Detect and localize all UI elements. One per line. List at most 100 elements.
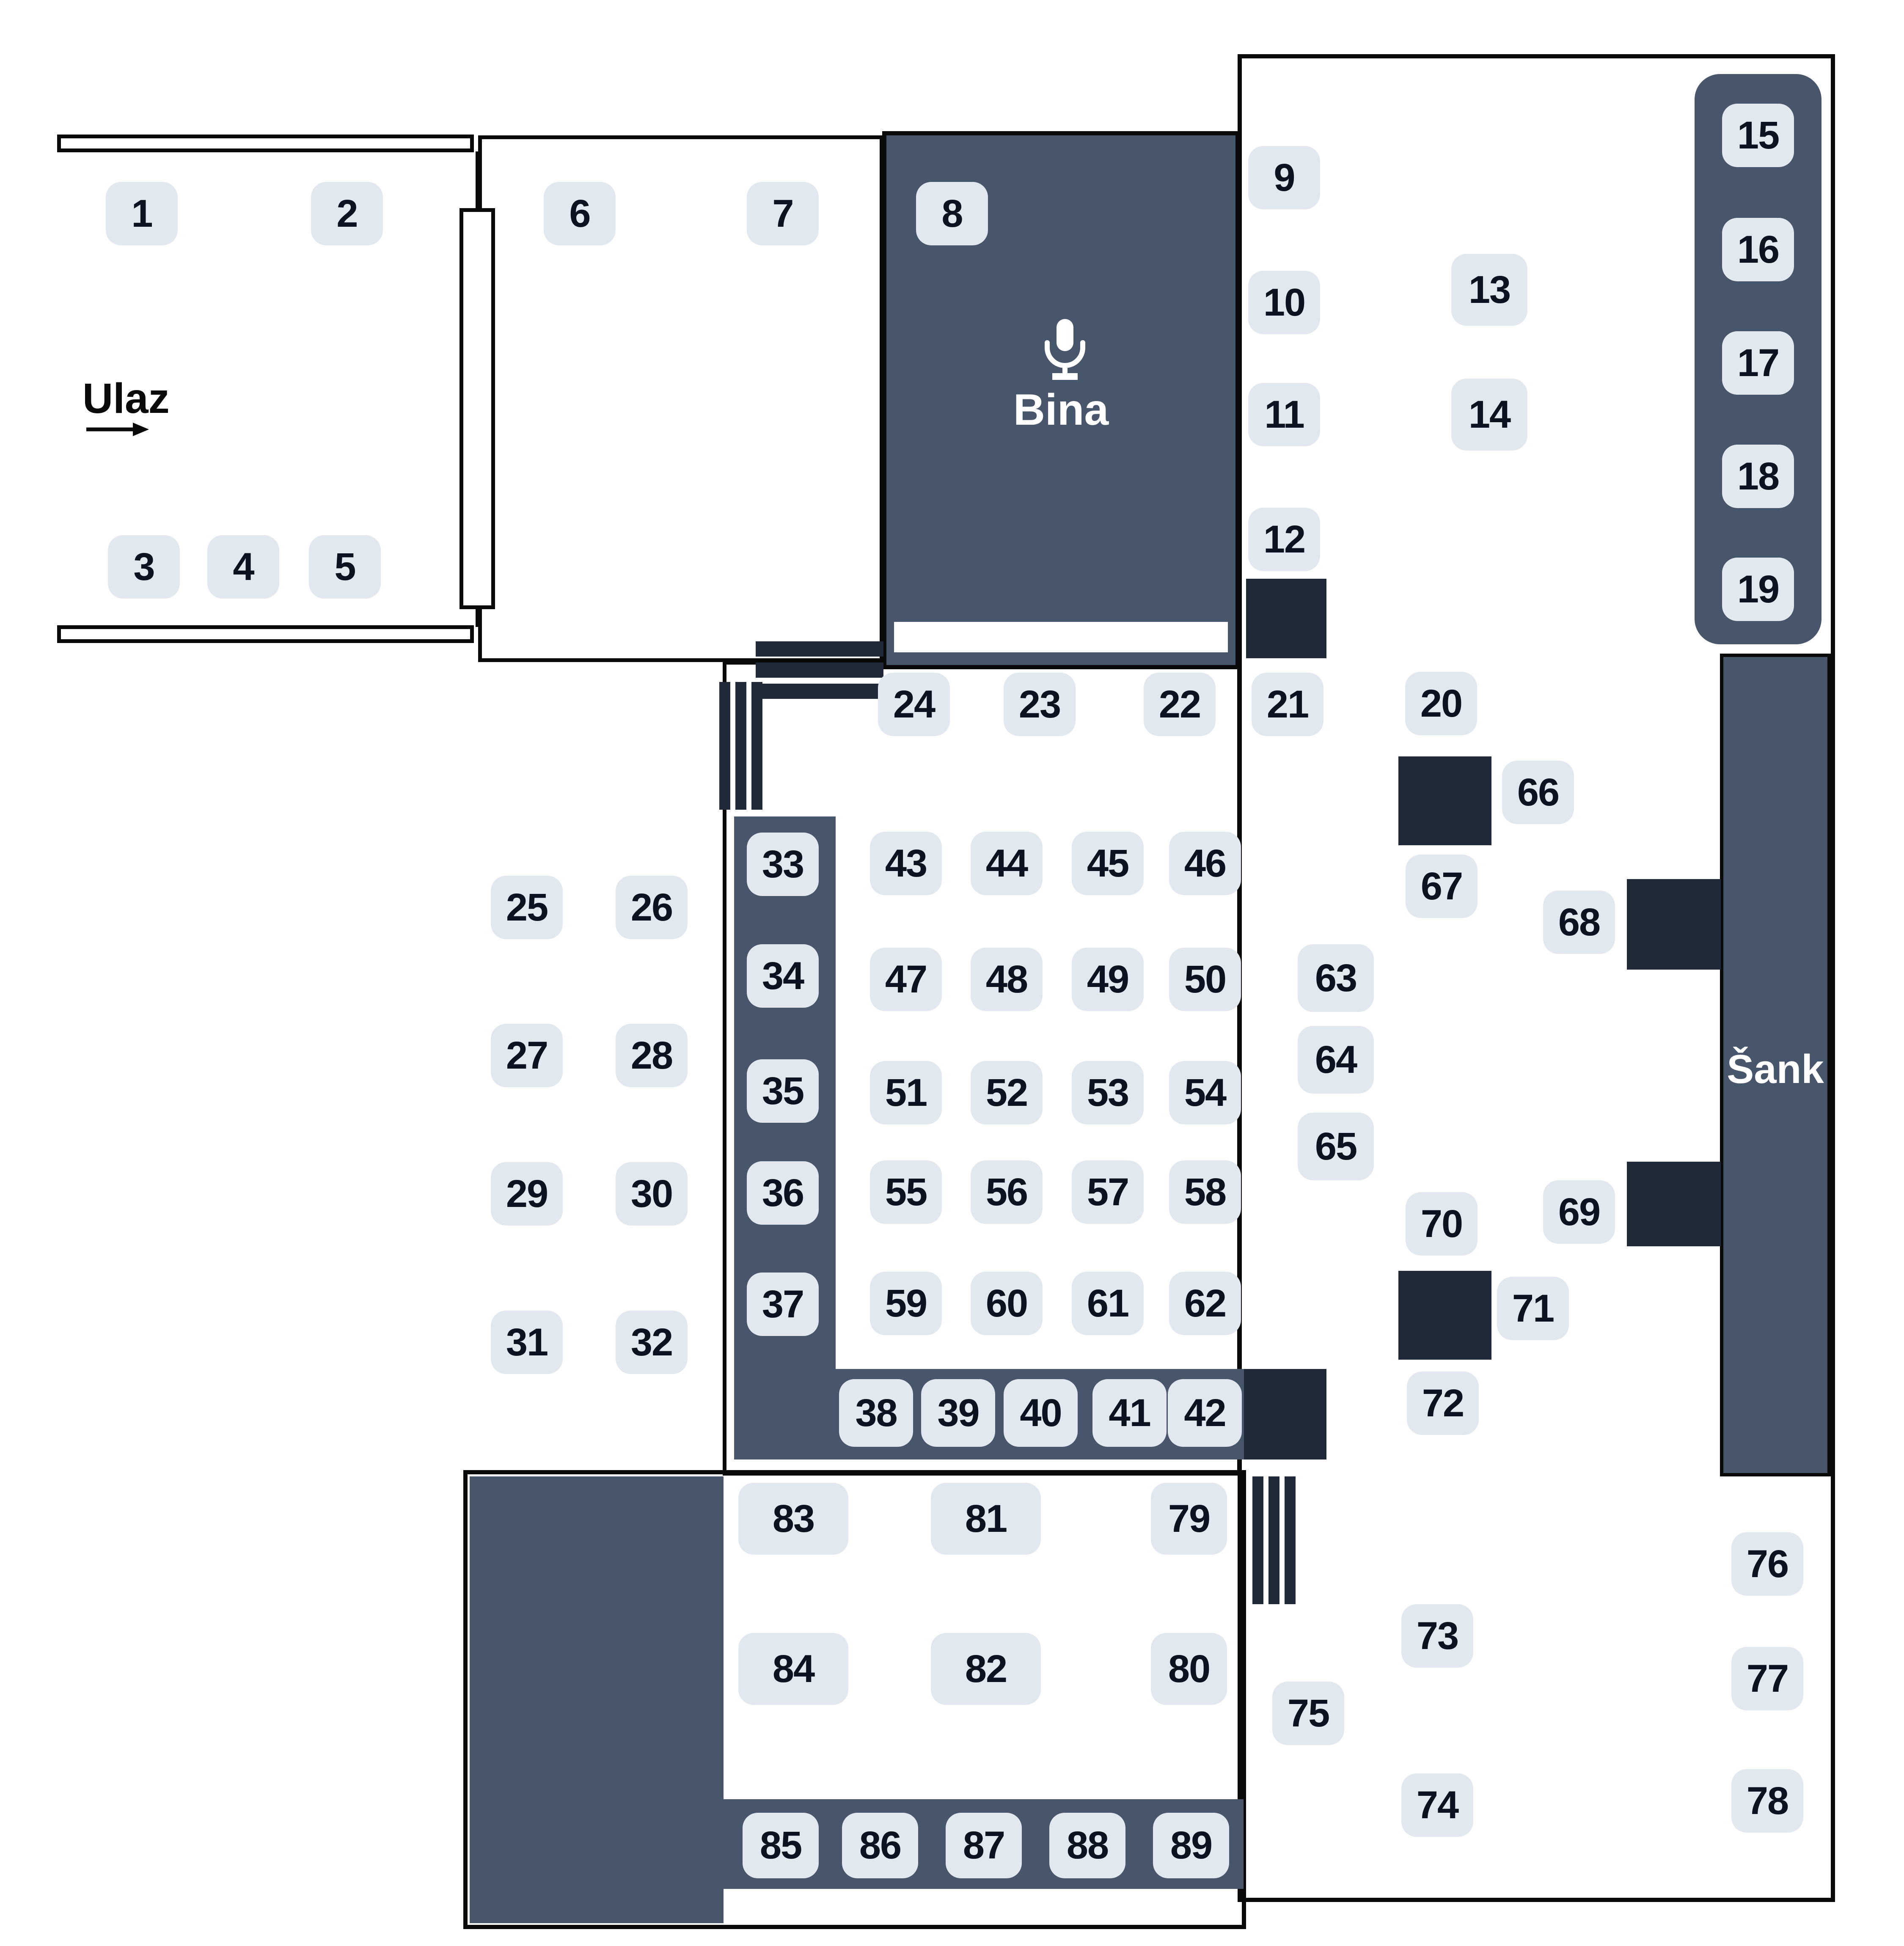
table-chip-71[interactable]: 71 bbox=[1497, 1277, 1569, 1340]
table-chip-60[interactable]: 60 bbox=[971, 1272, 1043, 1335]
table-chip-82[interactable]: 82 bbox=[931, 1633, 1041, 1705]
table-chip-18[interactable]: 18 bbox=[1722, 445, 1794, 508]
table-chip-38[interactable]: 38 bbox=[839, 1379, 913, 1447]
table-chip-57[interactable]: 57 bbox=[1072, 1160, 1144, 1224]
table-chip-48[interactable]: 48 bbox=[971, 948, 1043, 1011]
passage-hatch-mark bbox=[1285, 1476, 1296, 1604]
table-chip-22[interactable]: 22 bbox=[1144, 673, 1216, 736]
table-chip-52[interactable]: 52 bbox=[971, 1061, 1043, 1124]
table-chip-29[interactable]: 29 bbox=[491, 1162, 563, 1226]
microphone-icon bbox=[1045, 319, 1085, 380]
table-chip-32[interactable]: 32 bbox=[616, 1311, 688, 1374]
table-chip-26[interactable]: 26 bbox=[616, 876, 688, 939]
table-chip-58[interactable]: 58 bbox=[1169, 1160, 1241, 1224]
entrance-room-right-wall-lower bbox=[476, 606, 479, 627]
table-chip-44[interactable]: 44 bbox=[971, 832, 1043, 895]
table-chip-53[interactable]: 53 bbox=[1072, 1061, 1144, 1124]
table-chip-87[interactable]: 87 bbox=[946, 1813, 1022, 1878]
table-chip-85[interactable]: 85 bbox=[743, 1813, 819, 1878]
table-chip-77[interactable]: 77 bbox=[1731, 1647, 1803, 1710]
table-chip-4[interactable]: 4 bbox=[207, 535, 279, 599]
table-chip-74[interactable]: 74 bbox=[1401, 1773, 1473, 1837]
table-chip-7[interactable]: 7 bbox=[747, 182, 819, 245]
table-chip-11[interactable]: 11 bbox=[1248, 383, 1320, 446]
table-chip-36[interactable]: 36 bbox=[747, 1161, 819, 1225]
table-chip-59[interactable]: 59 bbox=[870, 1272, 942, 1335]
table-chip-72[interactable]: 72 bbox=[1407, 1372, 1479, 1435]
table-chip-49[interactable]: 49 bbox=[1072, 948, 1144, 1011]
table-chip-46[interactable]: 46 bbox=[1169, 832, 1241, 895]
table-chip-83[interactable]: 83 bbox=[738, 1483, 848, 1555]
table-chip-70[interactable]: 70 bbox=[1406, 1192, 1478, 1256]
table-chip-2[interactable]: 2 bbox=[311, 182, 383, 245]
table-chip-37[interactable]: 37 bbox=[747, 1273, 819, 1336]
entrance-door[interactable] bbox=[459, 208, 495, 609]
table-chip-34[interactable]: 34 bbox=[747, 944, 819, 1008]
table-chip-24[interactable]: 24 bbox=[878, 673, 950, 736]
table-chip-68[interactable]: 68 bbox=[1543, 891, 1615, 954]
table-chip-5[interactable]: 5 bbox=[309, 535, 381, 599]
service-block bbox=[1246, 579, 1326, 658]
table-chip-69[interactable]: 69 bbox=[1543, 1180, 1615, 1244]
table-chip-55[interactable]: 55 bbox=[870, 1160, 942, 1224]
right-arrow-icon bbox=[86, 423, 149, 436]
table-chip-65[interactable]: 65 bbox=[1298, 1113, 1374, 1180]
table-chip-23[interactable]: 23 bbox=[1004, 673, 1076, 736]
table-chip-73[interactable]: 73 bbox=[1401, 1604, 1473, 1668]
table-chip-80[interactable]: 80 bbox=[1151, 1633, 1227, 1705]
table-chip-35[interactable]: 35 bbox=[747, 1059, 819, 1123]
table-chip-51[interactable]: 51 bbox=[870, 1061, 942, 1124]
stage-label: Bina bbox=[1013, 385, 1109, 434]
table-chip-41[interactable]: 41 bbox=[1092, 1379, 1167, 1447]
table-chip-45[interactable]: 45 bbox=[1072, 832, 1144, 895]
table-chip-40[interactable]: 40 bbox=[1004, 1379, 1078, 1447]
table-chip-15[interactable]: 15 bbox=[1722, 104, 1794, 167]
passage-hatch-mark bbox=[756, 684, 883, 699]
table-chip-21[interactable]: 21 bbox=[1252, 673, 1323, 736]
table-chip-30[interactable]: 30 bbox=[616, 1162, 688, 1226]
table-chip-63[interactable]: 63 bbox=[1298, 944, 1374, 1012]
table-chip-54[interactable]: 54 bbox=[1169, 1061, 1241, 1124]
table-chip-8[interactable]: 8 bbox=[916, 182, 988, 245]
table-chip-61[interactable]: 61 bbox=[1072, 1272, 1144, 1335]
table-chip-42[interactable]: 42 bbox=[1168, 1379, 1242, 1447]
table-chip-79[interactable]: 79 bbox=[1151, 1483, 1227, 1555]
table-chip-39[interactable]: 39 bbox=[921, 1379, 995, 1447]
table-chip-89[interactable]: 89 bbox=[1153, 1813, 1229, 1878]
table-chip-25[interactable]: 25 bbox=[491, 876, 563, 939]
table-chip-88[interactable]: 88 bbox=[1049, 1813, 1125, 1878]
table-chip-10[interactable]: 10 bbox=[1248, 271, 1320, 334]
table-chip-31[interactable]: 31 bbox=[491, 1311, 563, 1374]
table-chip-84[interactable]: 84 bbox=[738, 1633, 848, 1705]
table-chip-14[interactable]: 14 bbox=[1451, 379, 1527, 451]
table-chip-1[interactable]: 1 bbox=[106, 182, 178, 245]
table-chip-17[interactable]: 17 bbox=[1722, 331, 1794, 395]
table-chip-3[interactable]: 3 bbox=[108, 535, 180, 599]
table-chip-16[interactable]: 16 bbox=[1722, 218, 1794, 281]
table-chip-20[interactable]: 20 bbox=[1405, 672, 1477, 735]
table-chip-12[interactable]: 12 bbox=[1248, 508, 1320, 571]
table-chip-86[interactable]: 86 bbox=[842, 1813, 918, 1878]
table-chip-76[interactable]: 76 bbox=[1731, 1532, 1803, 1596]
table-chip-33[interactable]: 33 bbox=[747, 833, 819, 896]
table-chip-75[interactable]: 75 bbox=[1272, 1682, 1344, 1745]
bottom-left-room-outline bbox=[463, 1470, 1246, 1929]
table-chip-9[interactable]: 9 bbox=[1248, 146, 1320, 209]
table-chip-19[interactable]: 19 bbox=[1722, 558, 1794, 621]
table-chip-81[interactable]: 81 bbox=[931, 1483, 1041, 1555]
table-chip-78[interactable]: 78 bbox=[1731, 1769, 1803, 1833]
stage-front-strip bbox=[894, 622, 1228, 652]
table-chip-28[interactable]: 28 bbox=[616, 1024, 688, 1087]
table-chip-64[interactable]: 64 bbox=[1298, 1026, 1374, 1094]
table-chip-62[interactable]: 62 bbox=[1169, 1272, 1241, 1335]
passage-hatch-mark bbox=[1252, 1476, 1263, 1604]
table-chip-50[interactable]: 50 bbox=[1169, 948, 1241, 1011]
table-chip-13[interactable]: 13 bbox=[1451, 254, 1527, 326]
table-chip-47[interactable]: 47 bbox=[870, 948, 942, 1011]
table-chip-6[interactable]: 6 bbox=[544, 182, 616, 245]
table-chip-43[interactable]: 43 bbox=[870, 832, 942, 895]
table-chip-66[interactable]: 66 bbox=[1502, 761, 1574, 824]
table-chip-27[interactable]: 27 bbox=[491, 1024, 563, 1087]
table-chip-56[interactable]: 56 bbox=[971, 1160, 1043, 1224]
table-chip-67[interactable]: 67 bbox=[1406, 855, 1478, 918]
